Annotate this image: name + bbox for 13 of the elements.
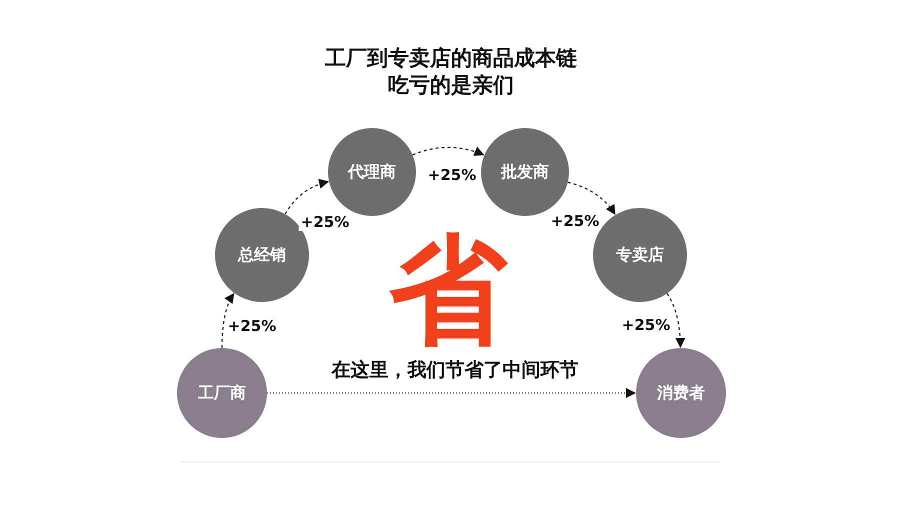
arrow	[568, 182, 616, 215]
arrow	[284, 179, 330, 214]
circle-node: 批发商	[481, 128, 569, 216]
arrow	[412, 146, 484, 156]
arrow	[266, 388, 636, 398]
title: 工厂到专卖店的商品成本链吃亏的是亲们	[324, 45, 578, 99]
big-character: 省	[389, 231, 507, 349]
circle-node: 消费者	[636, 348, 726, 438]
edge-label: +25%	[298, 213, 352, 231]
circle-node: 代理商	[328, 128, 416, 216]
circle-node: 工厂商	[177, 348, 267, 438]
arrow	[666, 293, 686, 348]
arrow	[221, 292, 234, 348]
